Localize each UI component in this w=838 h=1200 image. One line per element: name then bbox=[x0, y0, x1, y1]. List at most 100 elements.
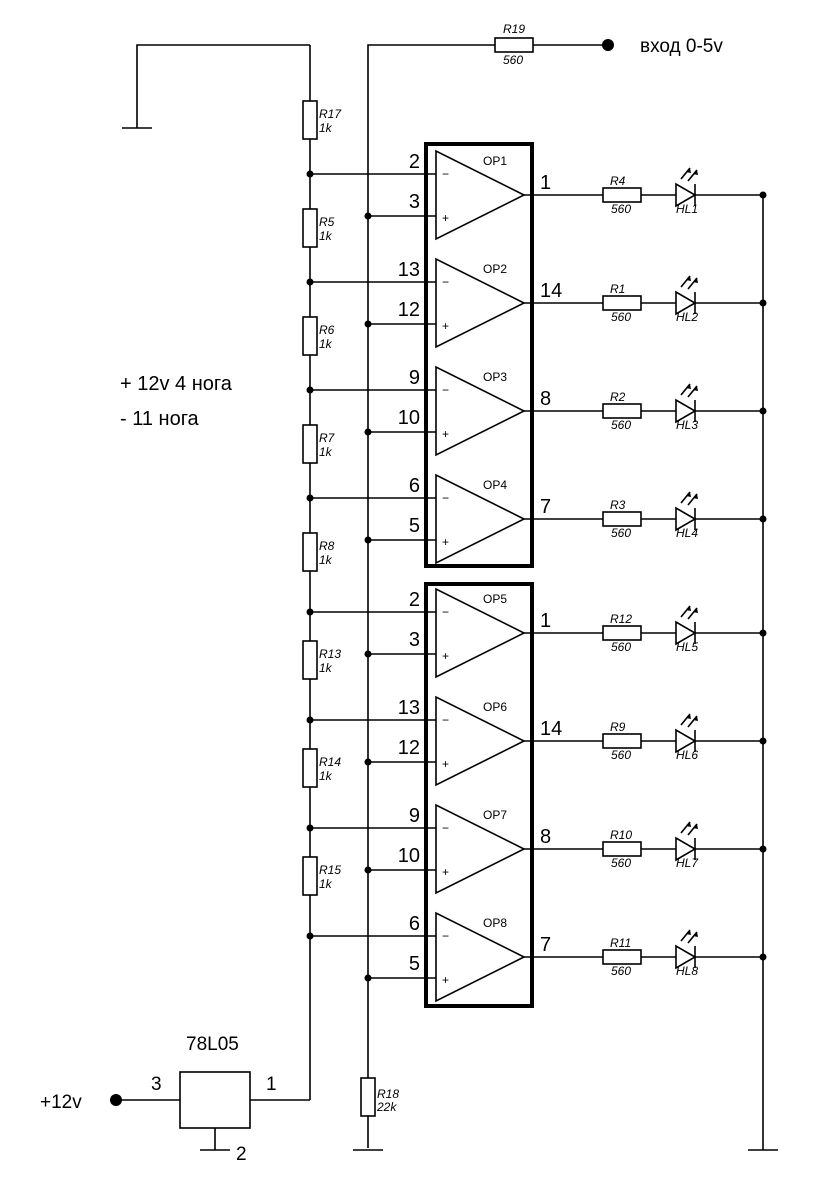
ladder-resistor-name: R5 bbox=[319, 215, 335, 229]
output-resistor bbox=[602, 625, 642, 641]
led-emission-arrow bbox=[686, 822, 691, 827]
r18-resistor bbox=[360, 1077, 376, 1117]
output-resistor-value: 560 bbox=[611, 856, 631, 870]
led-emission-arrow bbox=[693, 608, 698, 613]
output-resistor bbox=[602, 949, 642, 965]
ladder-resistor-value: 1k bbox=[319, 337, 333, 351]
minus-sign: − bbox=[442, 383, 449, 397]
output-resistor bbox=[602, 187, 642, 203]
led-emission-arrow bbox=[693, 494, 698, 499]
output-resistor-name: R3 bbox=[610, 498, 626, 512]
opamp-name: OP1 bbox=[483, 154, 507, 168]
pin-plus-number: 3 bbox=[409, 629, 420, 651]
led-body bbox=[675, 506, 697, 532]
ladder-resistor-name: R17 bbox=[319, 107, 342, 121]
output-resistor-value: 560 bbox=[611, 202, 631, 216]
minus-sign: − bbox=[442, 167, 449, 181]
minus-sign: − bbox=[442, 491, 449, 505]
opamp-triangle bbox=[435, 911, 526, 1003]
ladder-junction bbox=[306, 608, 314, 616]
output-resistor bbox=[602, 403, 642, 419]
pin-plus-number: 12 bbox=[398, 299, 420, 321]
ladder-resistor-value: 1k bbox=[319, 553, 333, 567]
plus-sign: + bbox=[442, 973, 449, 987]
opamp-name: OP3 bbox=[483, 370, 507, 384]
pin-out-number: 14 bbox=[540, 280, 562, 302]
pin-minus-number: 2 bbox=[409, 589, 420, 611]
pin-plus-number: 10 bbox=[398, 407, 420, 429]
input-junction bbox=[364, 428, 372, 436]
output-resistor-value: 560 bbox=[611, 310, 631, 324]
ladder-resistor-name: R8 bbox=[319, 539, 335, 553]
pin-minus-number: 13 bbox=[398, 259, 420, 281]
dynamic-components: R171kR51kR61kR71kR81kR131kR141kR151k−+OP… bbox=[179, 37, 767, 1129]
ladder-resistor-name: R13 bbox=[319, 647, 341, 661]
plus-sign: + bbox=[442, 535, 449, 549]
ladder-resistor-name: R6 bbox=[319, 323, 335, 337]
output-resistor-name: R1 bbox=[610, 282, 625, 296]
input-junction bbox=[364, 866, 372, 874]
ground-rail-junction bbox=[759, 299, 767, 307]
output-resistor-name: R11 bbox=[610, 936, 631, 950]
pin-out-number: 1 bbox=[540, 610, 551, 632]
opamp-name: OP4 bbox=[483, 478, 507, 492]
ladder-junction bbox=[306, 386, 314, 394]
ladder-resistor bbox=[302, 856, 318, 896]
plus-sign: + bbox=[442, 211, 449, 225]
output-resistor-value: 560 bbox=[611, 526, 631, 540]
ladder-resistor-value: 1k bbox=[319, 661, 333, 675]
led-emission-arrow bbox=[686, 606, 691, 611]
output-resistor-value: 560 bbox=[611, 418, 631, 432]
output-resistor bbox=[602, 511, 642, 527]
led-body bbox=[675, 398, 697, 424]
input-junction bbox=[364, 974, 372, 982]
pin-out-number: 8 bbox=[540, 388, 551, 410]
power-input-label: +12v bbox=[40, 1092, 82, 1113]
ladder-resistor-name: R14 bbox=[319, 755, 341, 769]
pin-minus-number: 6 bbox=[409, 475, 420, 497]
ladder-resistor bbox=[302, 424, 318, 464]
pin-out-number: 1 bbox=[540, 172, 551, 194]
ground-rail-junction bbox=[759, 737, 767, 745]
ladder-resistor-name: R7 bbox=[319, 431, 336, 445]
led-name: HL1 bbox=[676, 202, 698, 216]
led-emission-arrow bbox=[693, 278, 698, 283]
ladder-junction bbox=[306, 494, 314, 502]
regulator-body bbox=[179, 1071, 251, 1129]
opamp-triangle bbox=[435, 803, 526, 895]
led-name: HL4 bbox=[676, 526, 698, 540]
r18-name: R18 bbox=[377, 1087, 399, 1101]
ladder-resistor bbox=[302, 208, 318, 248]
pin-out-number: 8 bbox=[540, 826, 551, 848]
regulator-pin-in: 3 bbox=[151, 1074, 162, 1095]
led-emission-arrow bbox=[686, 492, 691, 497]
r19-name: R19 bbox=[503, 22, 525, 36]
output-resistor-name: R4 bbox=[610, 174, 626, 188]
power-note-line2: - 11 нога bbox=[120, 408, 200, 430]
pin-minus-number: 13 bbox=[398, 697, 420, 719]
led-body bbox=[675, 836, 697, 862]
ladder-junction bbox=[306, 170, 314, 178]
opamp-triangle bbox=[435, 365, 526, 457]
output-resistor bbox=[602, 733, 642, 749]
pin-out-number: 14 bbox=[540, 718, 562, 740]
led-name: HL8 bbox=[676, 964, 698, 978]
ladder-resistor bbox=[302, 748, 318, 788]
opamp-triangle bbox=[435, 257, 526, 349]
ladder-junction bbox=[306, 824, 314, 832]
pin-minus-number: 9 bbox=[409, 805, 420, 827]
pin-plus-number: 10 bbox=[398, 845, 420, 867]
ladder-resistor bbox=[302, 640, 318, 680]
ladder-resistor bbox=[302, 532, 318, 572]
opamp-name: OP2 bbox=[483, 262, 507, 276]
plus-sign: + bbox=[442, 757, 449, 771]
opamp-name: OP6 bbox=[483, 700, 507, 714]
pin-out-number: 7 bbox=[540, 934, 551, 956]
r19-resistor bbox=[494, 37, 534, 53]
led-name: HL3 bbox=[676, 418, 698, 432]
led-name: HL7 bbox=[676, 856, 699, 870]
led-body bbox=[675, 182, 697, 208]
plus-sign: + bbox=[442, 865, 449, 879]
ladder-resistor-value: 1k bbox=[319, 877, 333, 891]
ladder-resistor-value: 1k bbox=[319, 121, 333, 135]
